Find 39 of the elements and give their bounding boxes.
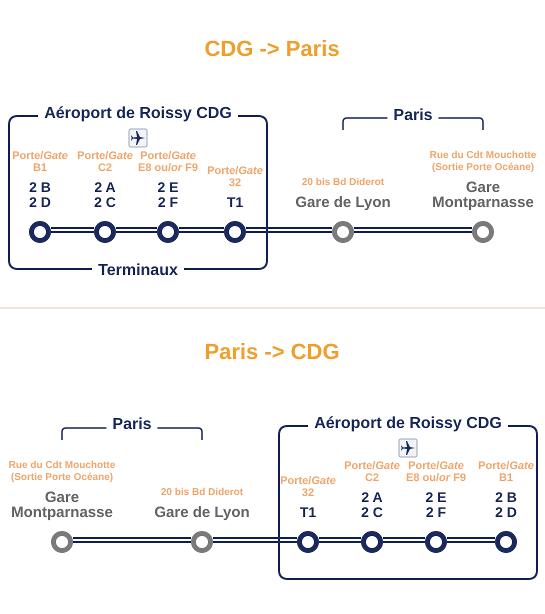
terminal-label: T1: [298, 505, 318, 520]
station-name: Gare de Lyon: [153, 505, 251, 520]
route-line: [245, 227, 333, 233]
area-footer: Terminaux: [92, 261, 184, 281]
gate-label: Porte/Gate B1: [11, 150, 69, 174]
gate-label: Porte/Gate E8 ou/or F9: [405, 460, 467, 484]
area-title: Aéroport de Roissy CDG: [43, 104, 233, 124]
route-line: [382, 537, 426, 543]
address-label: Rue du Cdt Mouchotte (Sortie Porte Océane): [8, 460, 116, 484]
route-line: [72, 537, 192, 543]
gate-label: Porte/Gate 32: [206, 165, 264, 189]
terminal-label: 2 B 2 D: [28, 180, 52, 210]
gate-label: Porte/Gate C2: [343, 460, 401, 484]
route-line: [178, 227, 225, 233]
section-title: CDG -> Paris: [204, 36, 340, 62]
terminal-label: 2 A 2 C: [93, 180, 117, 210]
section-title: Paris -> CDG: [204, 339, 340, 365]
route-line: [115, 227, 158, 233]
area-title: Aéroport de Roissy CDG: [313, 414, 503, 434]
route-line: [446, 537, 496, 543]
route-line: [212, 537, 298, 543]
station-name: Gare Montparnasse: [10, 490, 114, 520]
station-name: Gare Montparnasse: [431, 180, 535, 210]
terminal-label: T1: [226, 195, 244, 210]
route-line: [318, 537, 362, 543]
station-name: Gare de Lyon: [294, 195, 392, 210]
route-line: [50, 227, 95, 233]
address-label: 20 bis Bd Diderot: [160, 487, 244, 499]
terminal-label: 2 E 2 F: [156, 180, 180, 210]
gate-label: Porte/Gate 32: [279, 475, 337, 499]
terminal-label: 2 B 2 D: [494, 490, 518, 520]
address-label: Rue du Cdt Mouchotte (Sortie Porte Océane): [428, 150, 538, 174]
gate-label: Porte/Gate C2: [76, 150, 134, 174]
terminal-label: 2 A 2 C: [360, 490, 384, 520]
route-line: [353, 227, 473, 233]
gate-label: Porte/Gate B1: [477, 460, 535, 484]
gate-label: Porte/Gate E8 ou/or F9: [137, 150, 199, 174]
terminal-label: 2 E 2 F: [424, 490, 448, 520]
address-label: 20 bis Bd Diderot: [302, 177, 384, 189]
